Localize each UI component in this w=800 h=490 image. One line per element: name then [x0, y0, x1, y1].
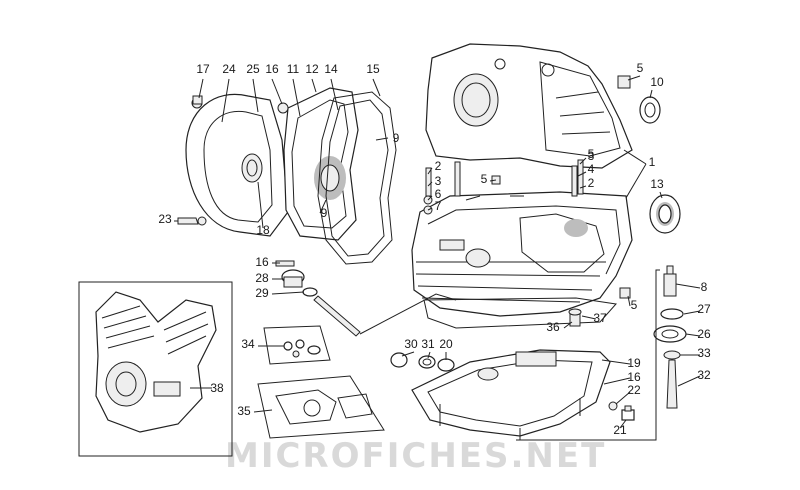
callout-c30: 30 — [404, 337, 418, 351]
callout-c11: 11 — [287, 62, 300, 76]
upper-crankcase — [425, 43, 633, 169]
seals-30-31-20 — [390, 352, 455, 372]
oil-pan — [411, 349, 611, 440]
callout-c38: 38 — [210, 381, 224, 395]
callout-c2b: 2 — [588, 176, 595, 190]
callout-c5b: 5 — [481, 172, 488, 186]
seal-10 — [639, 96, 661, 124]
callout-c5a: 5 — [637, 61, 644, 75]
callout-c5c: 5 — [588, 147, 595, 161]
bolt-16 — [275, 260, 295, 267]
callout-c7: 7 — [435, 199, 442, 213]
oil-filler-cap — [281, 269, 361, 337]
dowel-5b — [619, 287, 631, 299]
callout-c18: 18 — [256, 223, 270, 237]
callout-c9b: 9 — [321, 206, 328, 220]
oil-pickup-assembly — [653, 265, 687, 409]
callout-c19: 19 — [627, 356, 641, 370]
callout-c25: 25 — [246, 62, 260, 76]
callout-c15: 15 — [366, 62, 380, 76]
callout-c8: 8 — [701, 280, 708, 294]
gasket-kit-34 — [263, 325, 331, 365]
callout-c4: 4 — [588, 162, 595, 176]
oil-pan-gasket — [423, 297, 617, 329]
callout-c3b: 3 — [588, 149, 595, 163]
timing-cover — [283, 87, 359, 241]
callout-c3a: 3 — [435, 174, 442, 188]
callout-c17: 17 — [196, 62, 210, 76]
bolt-23 — [177, 217, 199, 225]
bracket-line — [516, 269, 660, 441]
callout-c13: 13 — [650, 177, 664, 191]
callout-c36: 36 — [546, 320, 560, 334]
inset-engine — [95, 291, 217, 433]
callout-c27: 27 — [697, 302, 711, 316]
callout-c28: 28 — [255, 271, 269, 285]
callout-c24: 24 — [222, 62, 236, 76]
callout-c12: 12 — [305, 62, 319, 76]
callout-c26: 26 — [697, 327, 711, 341]
callout-c22: 22 — [627, 383, 641, 397]
callout-c10: 10 — [650, 75, 664, 89]
gasket-kit-35 — [257, 375, 385, 439]
callout-c16a: 16 — [265, 62, 279, 76]
callout-c23: 23 — [158, 212, 172, 226]
plug-17 — [192, 95, 203, 105]
callout-c5d: 5 — [631, 298, 638, 312]
cover-gasket — [317, 91, 397, 265]
callout-c33: 33 — [697, 346, 711, 360]
callout-c14: 14 — [324, 62, 338, 76]
callout-c32: 32 — [697, 368, 711, 382]
callout-c1: 1 — [649, 155, 656, 169]
callout-c16c: 16 — [627, 370, 641, 384]
callout-c6: 6 — [435, 187, 442, 201]
callout-c21: 21 — [613, 423, 627, 437]
engine-side-cover — [185, 93, 289, 237]
callout-c2a: 2 — [435, 159, 442, 173]
seal-16 — [277, 102, 289, 114]
leader-lines — [174, 75, 701, 429]
seal-13 — [649, 194, 681, 234]
watermark: MICROFICHES.NET — [225, 436, 606, 476]
studs — [423, 159, 584, 215]
inset-engine-frame — [78, 281, 233, 457]
callout-c31: 31 — [421, 337, 435, 351]
callout-c35: 35 — [237, 404, 251, 418]
callout-c9a: 9 — [393, 131, 400, 145]
callout-c16b: 16 — [255, 255, 269, 269]
callout-c34: 34 — [241, 337, 255, 351]
dowel-5 — [617, 75, 631, 89]
lower-crankcase — [411, 191, 633, 317]
drain-plug — [608, 401, 635, 421]
callout-c29: 29 — [255, 286, 269, 300]
callout-c37: 37 — [593, 311, 607, 325]
callout-c20: 20 — [439, 337, 453, 351]
